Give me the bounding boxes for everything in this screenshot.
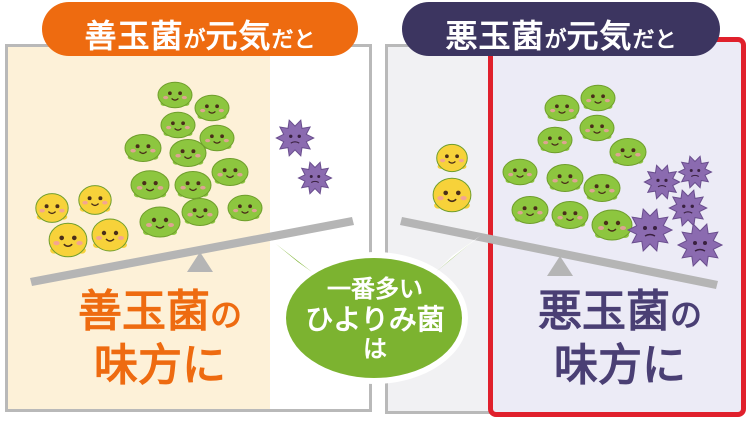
green-bacterium-icon: [609, 138, 647, 166]
purple-bacterium-icon: [668, 189, 708, 227]
green-bacterium-icon: [227, 194, 263, 222]
yellow-bacterium-icon: [432, 177, 472, 213]
green-bacterium-icon: [580, 84, 616, 112]
purple-bacterium-icon: [677, 155, 713, 189]
right-caption-line1: 悪玉菌: [537, 286, 670, 337]
tab-right-title2: 元気: [566, 17, 633, 55]
right-green-bacteria-group: [502, 84, 647, 241]
bubble-line1: 一番多い: [327, 275, 423, 303]
purple-bacterium-icon: [297, 161, 333, 195]
right-seesaw-pivot-icon: [547, 256, 573, 276]
green-bacterium-icon: [591, 209, 633, 241]
green-bacterium-icon: [502, 158, 538, 186]
left-caption: 善玉菌の 味方に: [40, 286, 280, 392]
right-caption-particle: の: [669, 296, 702, 334]
green-bacterium-icon: [583, 174, 621, 202]
yellow-bacterium-icon: [91, 218, 129, 252]
yellow-bacterium-icon: [35, 193, 69, 223]
green-bacterium-icon: [139, 206, 181, 238]
right-yellow-bacteria-group: [432, 143, 472, 213]
green-bacterium-icon: [130, 170, 170, 200]
tab-good-bacteria: 善玉菌 が 元気 だと: [42, 2, 358, 56]
green-bacterium-icon: [174, 171, 212, 199]
green-bacterium-icon: [546, 164, 584, 192]
tab-left-title2: 元気: [205, 17, 272, 55]
right-purple-bacteria-group: [626, 155, 724, 267]
green-bacterium-icon: [544, 94, 580, 122]
yellow-bacterium-icon: [78, 185, 112, 215]
left-seesaw-plank: [30, 217, 354, 286]
green-bacterium-icon: [211, 158, 249, 186]
speech-bubble-body: [286, 258, 462, 378]
right-caption: 悪玉菌の 味方に: [505, 286, 735, 392]
green-bacterium-icon: [194, 94, 230, 122]
right-caption-line2: 味方に: [554, 340, 686, 392]
right-seesaw-plank: [400, 217, 718, 289]
bubble-line2: ひよりみ菌: [305, 302, 445, 336]
green-bacterium-icon: [199, 124, 235, 152]
tab-left-suffix2: だと: [271, 28, 316, 53]
green-bacterium-icon: [169, 139, 207, 167]
left-caption-line2: 味方に: [94, 340, 226, 392]
speech-bubble: [268, 236, 480, 384]
left-seesaw: [30, 217, 354, 286]
left-caption-particle: の: [209, 296, 242, 334]
green-bacterium-icon: [511, 196, 549, 224]
tab-left-title: 善玉菌: [84, 17, 184, 55]
yellow-bacterium-icon: [436, 143, 468, 173]
tab-bad-bacteria: 悪玉菌 が 元気 だと: [402, 2, 720, 56]
left-yellow-bacteria-group: [35, 185, 129, 258]
green-bacterium-icon: [124, 134, 162, 162]
purple-bacterium-icon: [676, 223, 724, 267]
green-bacterium-icon: [537, 126, 573, 154]
yellow-bacterium-icon: [48, 222, 88, 258]
left-green-bacteria-group: [124, 81, 263, 238]
green-bacterium-icon: [579, 114, 615, 142]
bubble-line3: は: [363, 334, 387, 363]
left-caption-line1: 善玉菌: [77, 286, 210, 337]
tab-left-suffix1: が: [183, 28, 206, 53]
right-seesaw: [400, 217, 718, 289]
green-bacterium-icon: [181, 198, 219, 226]
purple-bacterium-icon: [275, 119, 315, 157]
tab-right-title: 悪玉菌: [445, 17, 545, 55]
tab-right-suffix1: が: [544, 28, 567, 53]
left-purple-bacteria-group: [275, 119, 333, 195]
green-bacterium-icon: [157, 81, 193, 109]
purple-bacterium-icon: [626, 208, 674, 252]
left-seesaw-pivot-icon: [187, 252, 213, 272]
speech-bubble-text: 一番多い ひよりみ菌 は: [290, 275, 460, 363]
green-bacterium-icon: [551, 201, 589, 229]
green-bacterium-icon: [160, 111, 196, 139]
purple-bacterium-icon: [643, 164, 681, 200]
tab-right-suffix2: だと: [632, 28, 677, 53]
